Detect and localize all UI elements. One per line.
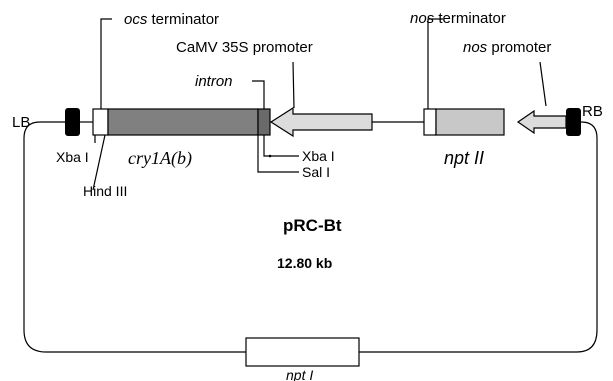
- nos-promoter-arrow: [516, 109, 567, 135]
- xba1-right-label: Xba I: [302, 148, 335, 164]
- npt1-label: npt I: [286, 367, 313, 381]
- npt2-label: npt II: [444, 148, 484, 168]
- lb-label: LB: [12, 114, 30, 131]
- camv-callout-line: [292, 61, 295, 109]
- ocs-callout-line: [100, 18, 112, 109]
- nos-terminator-box: [423, 108, 437, 136]
- intron-label: intron: [195, 73, 233, 90]
- npt2-gene-box: [435, 108, 505, 136]
- nos-promoter-callout-line: [539, 61, 547, 107]
- cry1ab-label: cry1A(b): [128, 148, 192, 169]
- xba1-left-label: Xba I: [56, 149, 89, 165]
- sal1-tick: [257, 135, 299, 173]
- cry1ab-gene-box: [107, 108, 259, 136]
- intron-box: [257, 108, 271, 136]
- plasmid-size: 12.80 kb: [277, 255, 332, 271]
- lb-border-block: [65, 108, 80, 136]
- xba1-right-tick: [263, 135, 299, 157]
- camv-35s-promoter-arrow: [269, 106, 373, 138]
- npt1-gene-box: [245, 337, 360, 367]
- rb-label: RB: [582, 103, 603, 120]
- hind3-label: Hind III: [83, 183, 127, 199]
- nos-terminator-label: nos terminator: [410, 10, 506, 27]
- plasmid-backbone: [23, 121, 598, 353]
- camv-35s-label: CaMV 35S promoter: [176, 39, 313, 56]
- sal1-label: Sal I: [302, 164, 330, 180]
- nos-promoter-label: nos promoter: [463, 39, 551, 56]
- ocs-terminator-box: [92, 108, 109, 136]
- hind3-tick: [92, 134, 106, 191]
- ocs-terminator-label: ocs terminator: [124, 11, 219, 28]
- intron-callout-line: [252, 80, 265, 109]
- rb-border-block: [566, 108, 581, 136]
- plasmid-name: pRC-Bt: [283, 216, 342, 235]
- xba1-right-dot: [268, 154, 272, 158]
- nos-terminator-callout-line: [427, 18, 443, 109]
